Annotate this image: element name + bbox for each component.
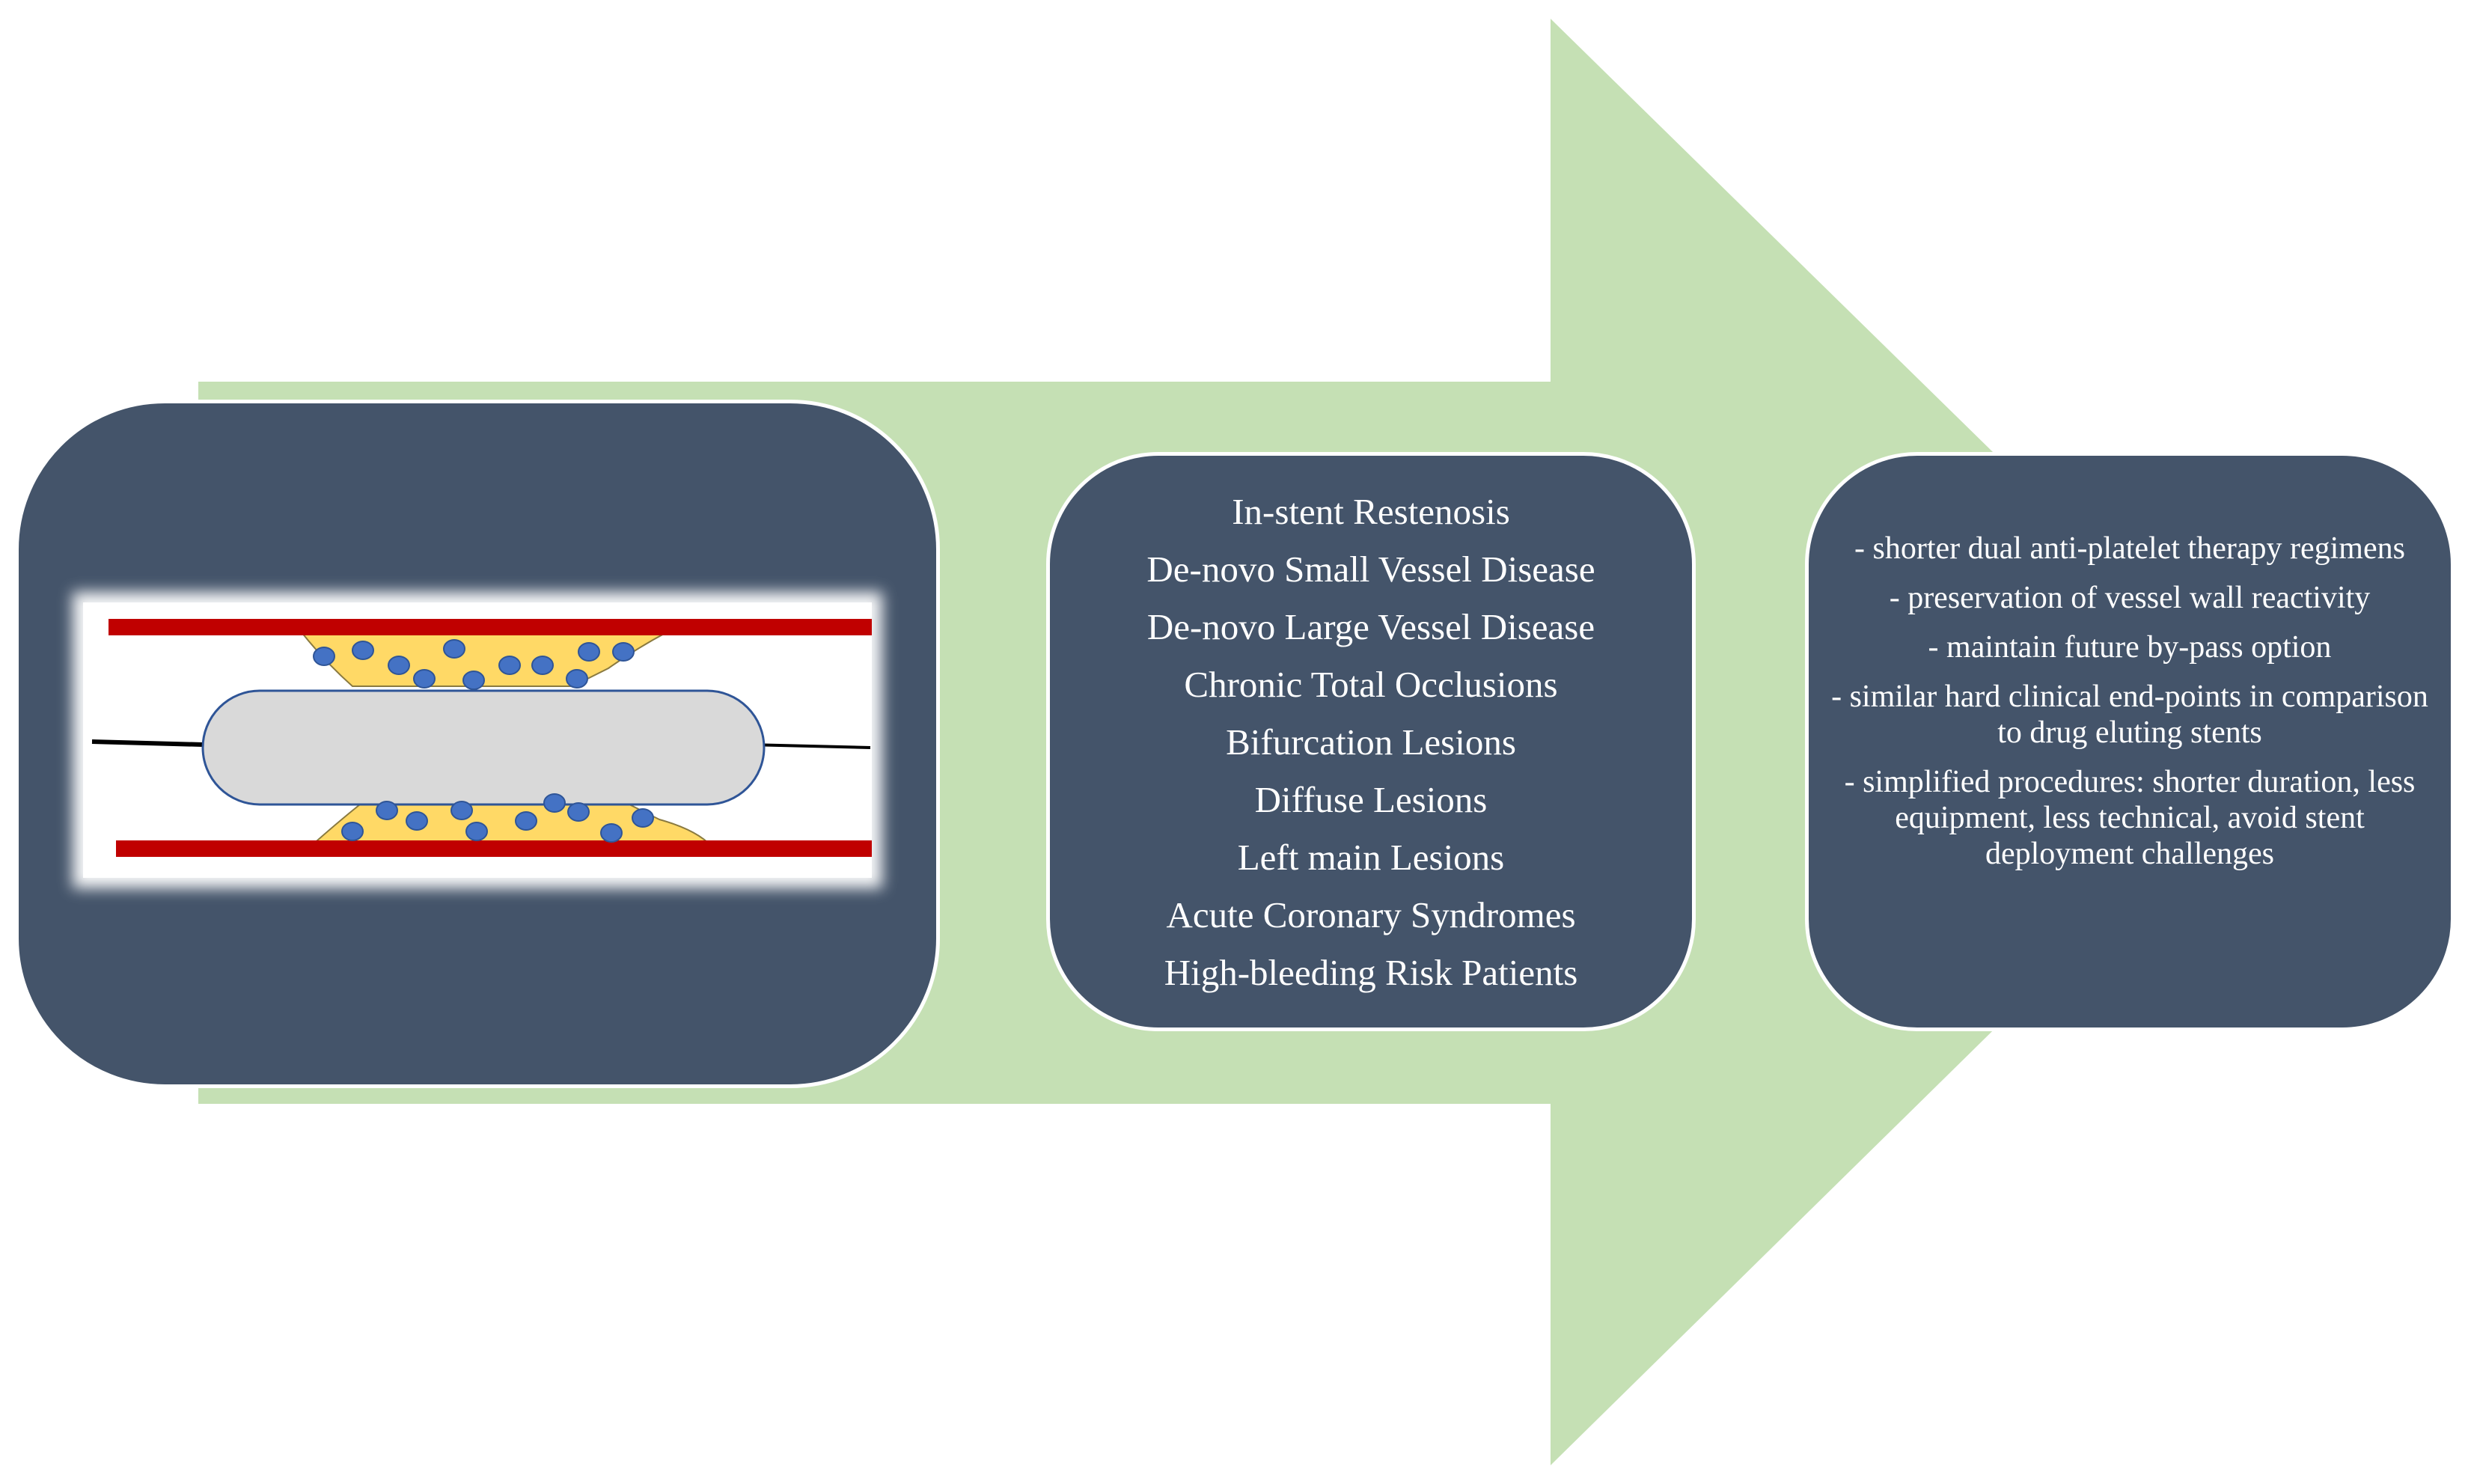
- drug-particle: [450, 801, 473, 820]
- advantage-item: - similar hard clinical end-points in co…: [1831, 680, 2428, 750]
- indications-panel: In-stent Restenosis De-novo Small Vessel…: [1046, 452, 1696, 1031]
- balloon: [201, 689, 766, 806]
- drug-particle: [515, 811, 537, 831]
- indication-item: Bifurcation Lesions: [1226, 721, 1516, 763]
- balloon-illustration-panel: [15, 400, 940, 1088]
- guidewire-left: [91, 739, 204, 747]
- drug-particle: [413, 669, 436, 688]
- drug-particle: [465, 822, 488, 841]
- drug-particle: [531, 656, 554, 675]
- drug-particle: [443, 639, 465, 659]
- drug-particle: [406, 811, 428, 831]
- indication-item: In-stent Restenosis: [1232, 490, 1510, 532]
- drug-particle: [567, 802, 590, 822]
- balloon-illustration: [83, 602, 891, 878]
- advantage-item: - maintain future by-pass option: [1928, 630, 2332, 665]
- advantage-item: - simplified procedures: shorter duratio…: [1844, 765, 2416, 871]
- drug-particle: [498, 656, 521, 675]
- guidewire-right: [748, 743, 871, 749]
- drug-particle: [566, 669, 588, 688]
- indication-item: De-novo Small Vessel Disease: [1146, 548, 1595, 590]
- bottom-drug-particles: [341, 793, 654, 843]
- advantages-panel: - shorter dual anti-platelet therapy reg…: [1805, 452, 2455, 1031]
- drug-particle: [313, 647, 335, 666]
- indication-item: Acute Coronary Syndromes: [1166, 894, 1576, 935]
- drug-particle: [600, 823, 623, 843]
- top-drug-particles: [313, 639, 635, 690]
- advantage-item: - preservation of vessel wall reactivity: [1889, 581, 2371, 615]
- bottom-vessel-wall: [116, 840, 891, 857]
- drug-particle: [352, 641, 374, 660]
- drug-coated-balloon-diagram: [91, 619, 891, 857]
- drug-particle: [578, 642, 600, 662]
- drug-particle: [341, 822, 364, 841]
- indication-item: De-novo Large Vessel Disease: [1146, 605, 1595, 647]
- drug-particle: [543, 793, 566, 813]
- drug-particle: [388, 656, 410, 675]
- bottom-plaque: [308, 804, 714, 847]
- top-vessel-wall: [109, 619, 884, 635]
- indication-item: Left main Lesions: [1237, 836, 1505, 878]
- advantage-item: - shorter dual anti-platelet therapy reg…: [1854, 531, 2405, 566]
- indication-item: Diffuse Lesions: [1254, 778, 1488, 820]
- drug-particle: [376, 801, 398, 820]
- drug-particle: [612, 642, 635, 662]
- indication-item: High-bleeding Risk Patients: [1164, 951, 1578, 993]
- drug-particle: [462, 671, 485, 690]
- drug-particle: [632, 808, 654, 828]
- indication-item: Chronic Total Occlusions: [1184, 663, 1558, 705]
